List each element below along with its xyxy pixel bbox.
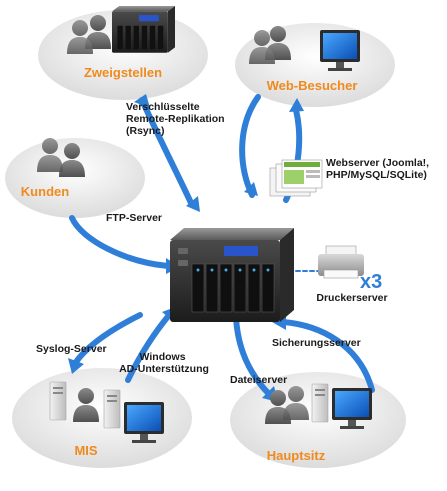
replikation-arrowhead-down — [186, 196, 200, 212]
replikation-arrowhead-up — [134, 94, 150, 108]
windows-ad-line-1: Windows — [140, 351, 186, 363]
replikation-line-2: Remote-Replikation — [126, 113, 225, 125]
windows-ad-arrow — [125, 311, 173, 383]
replikation-line-3: (Rsync) — [126, 125, 165, 137]
druckerserver-label: Druckerserver — [316, 292, 387, 304]
kunden-label: Kunden — [21, 184, 69, 199]
syslog-arrowhead — [68, 358, 84, 374]
dateiserver-arrow — [233, 315, 273, 398]
connection-arrows — [68, 94, 375, 402]
webserver-line-1: Webserver (Joomla!, — [326, 157, 429, 169]
web-besucher-label: Web-Besucher — [267, 78, 358, 93]
website-icon — [269, 159, 323, 197]
web-arrowhead-up — [289, 98, 304, 112]
sicherung-label: Sicherungsserver — [272, 337, 361, 349]
web-besucher-group: Web-Besucher — [249, 26, 360, 93]
webserver-line-2: PHP/MySQL/SQLite) — [326, 169, 427, 181]
ftp-arrow — [69, 215, 171, 269]
zweigstellen-group: Zweigstellen — [67, 6, 175, 80]
replikation-arrow — [139, 97, 195, 208]
web-arrowhead-down — [244, 182, 258, 196]
central-nas-icon — [170, 228, 294, 322]
hauptsitz-label: Hauptsitz — [267, 448, 326, 463]
replikation-label: Verschlüsselte Remote-Replikation (Rsync… — [126, 101, 228, 137]
windows-ad-line-2: AD-Unterstützung — [119, 363, 209, 375]
hauptsitz-group: Hauptsitz — [265, 383, 372, 463]
mis-label: MIS — [74, 443, 97, 458]
syslog-label: Syslog-Server — [36, 343, 107, 355]
printer-count-badge: x3 — [360, 271, 382, 293]
replikation-line-1: Verschlüsselte — [126, 101, 200, 113]
mis-ellipse — [12, 368, 192, 468]
web-arrow-down — [239, 94, 261, 198]
mis-group: MIS — [49, 381, 164, 458]
sicherung-arrow — [280, 319, 375, 393]
webserver-label: Webserver (Joomla!, PHP/MySQL/SQLite) — [326, 157, 432, 181]
dateiserver-label: Dateiserver — [230, 374, 287, 386]
pc-tower-icon — [311, 383, 329, 423]
printer-icon — [318, 245, 364, 279]
zweigstellen-label: Zweigstellen — [84, 65, 162, 80]
syslog-arrow — [73, 312, 143, 365]
kunden-ellipse — [5, 138, 145, 218]
kunden-group: Kunden — [21, 138, 85, 199]
ftp-label: FTP-Server — [106, 212, 162, 224]
windows-ad-label: Windows AD-Unterstützung — [119, 351, 209, 375]
nas-server-icon — [112, 6, 175, 53]
printer-group: x3 Druckerserver — [316, 245, 388, 304]
